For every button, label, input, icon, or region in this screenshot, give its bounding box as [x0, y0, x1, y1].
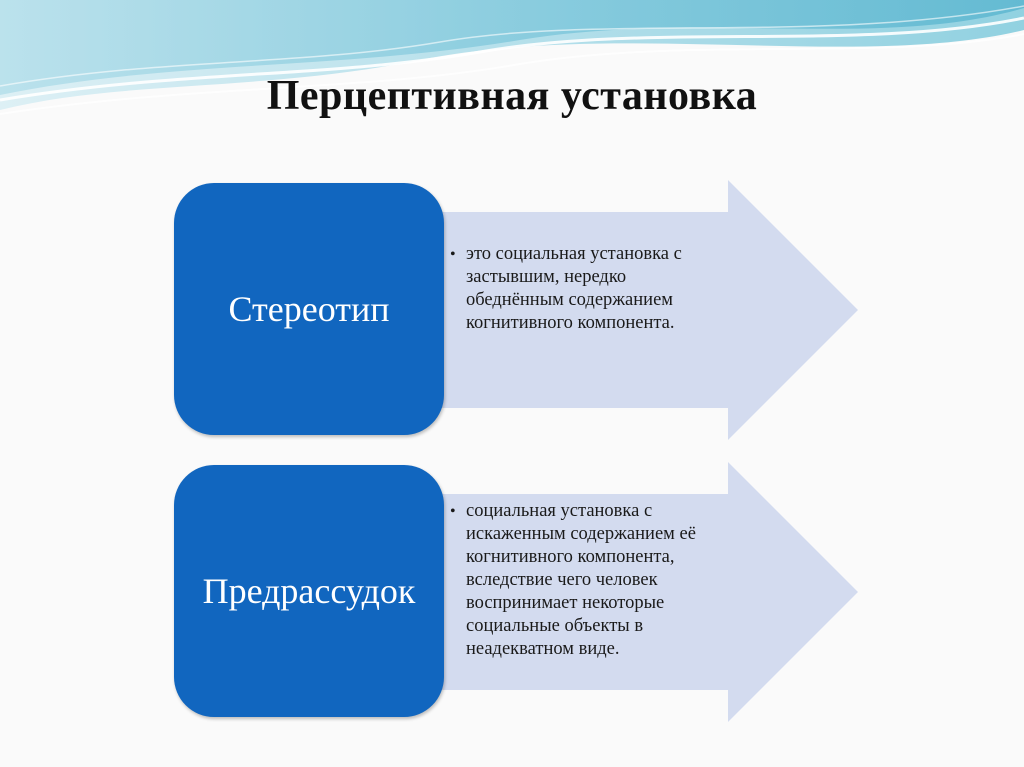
definition-line: социальные объекты в — [466, 616, 644, 636]
definition-line: социальная установка с — [466, 501, 653, 521]
definition-line: когнитивного компонента. — [466, 313, 675, 333]
bullet-icon: • — [450, 246, 456, 263]
definition-line: неадекватном виде. — [466, 639, 620, 659]
definition-stereotype: • это социальная установка с застывшим, … — [450, 243, 750, 335]
definition-item: • социальная установка с искаженным соде… — [450, 500, 750, 661]
definition-item: • это социальная установка с застывшим, … — [450, 243, 750, 335]
definition-arrow-1 — [440, 180, 858, 440]
definition-line: это социальная установка с — [466, 244, 682, 264]
bullet-icon: • — [450, 503, 456, 520]
definition-line: вследствие чего человек — [466, 570, 658, 590]
definition-line: когнитивного компонента, — [466, 547, 675, 567]
term-box-stereotype: Стереотип — [174, 183, 444, 435]
definition-arrow-2 — [440, 462, 858, 722]
page-title: Перцептивная установка — [266, 73, 758, 119]
term-box-prejudice: Предрассудок — [174, 465, 444, 717]
definition-line: обеднённым содержанием — [466, 290, 673, 310]
term-label-prejudice: Предрассудок — [202, 571, 416, 611]
definition-line: застывшим, нередко — [466, 267, 627, 287]
wave-decoration — [0, 0, 1024, 115]
term-label-stereotype: Стереотип — [228, 289, 390, 329]
definition-line: искаженным содержанием её — [466, 524, 696, 544]
definition-prejudice: • социальная установка с искаженным соде… — [450, 500, 750, 661]
definition-line: воспринимает некоторые — [466, 593, 665, 613]
